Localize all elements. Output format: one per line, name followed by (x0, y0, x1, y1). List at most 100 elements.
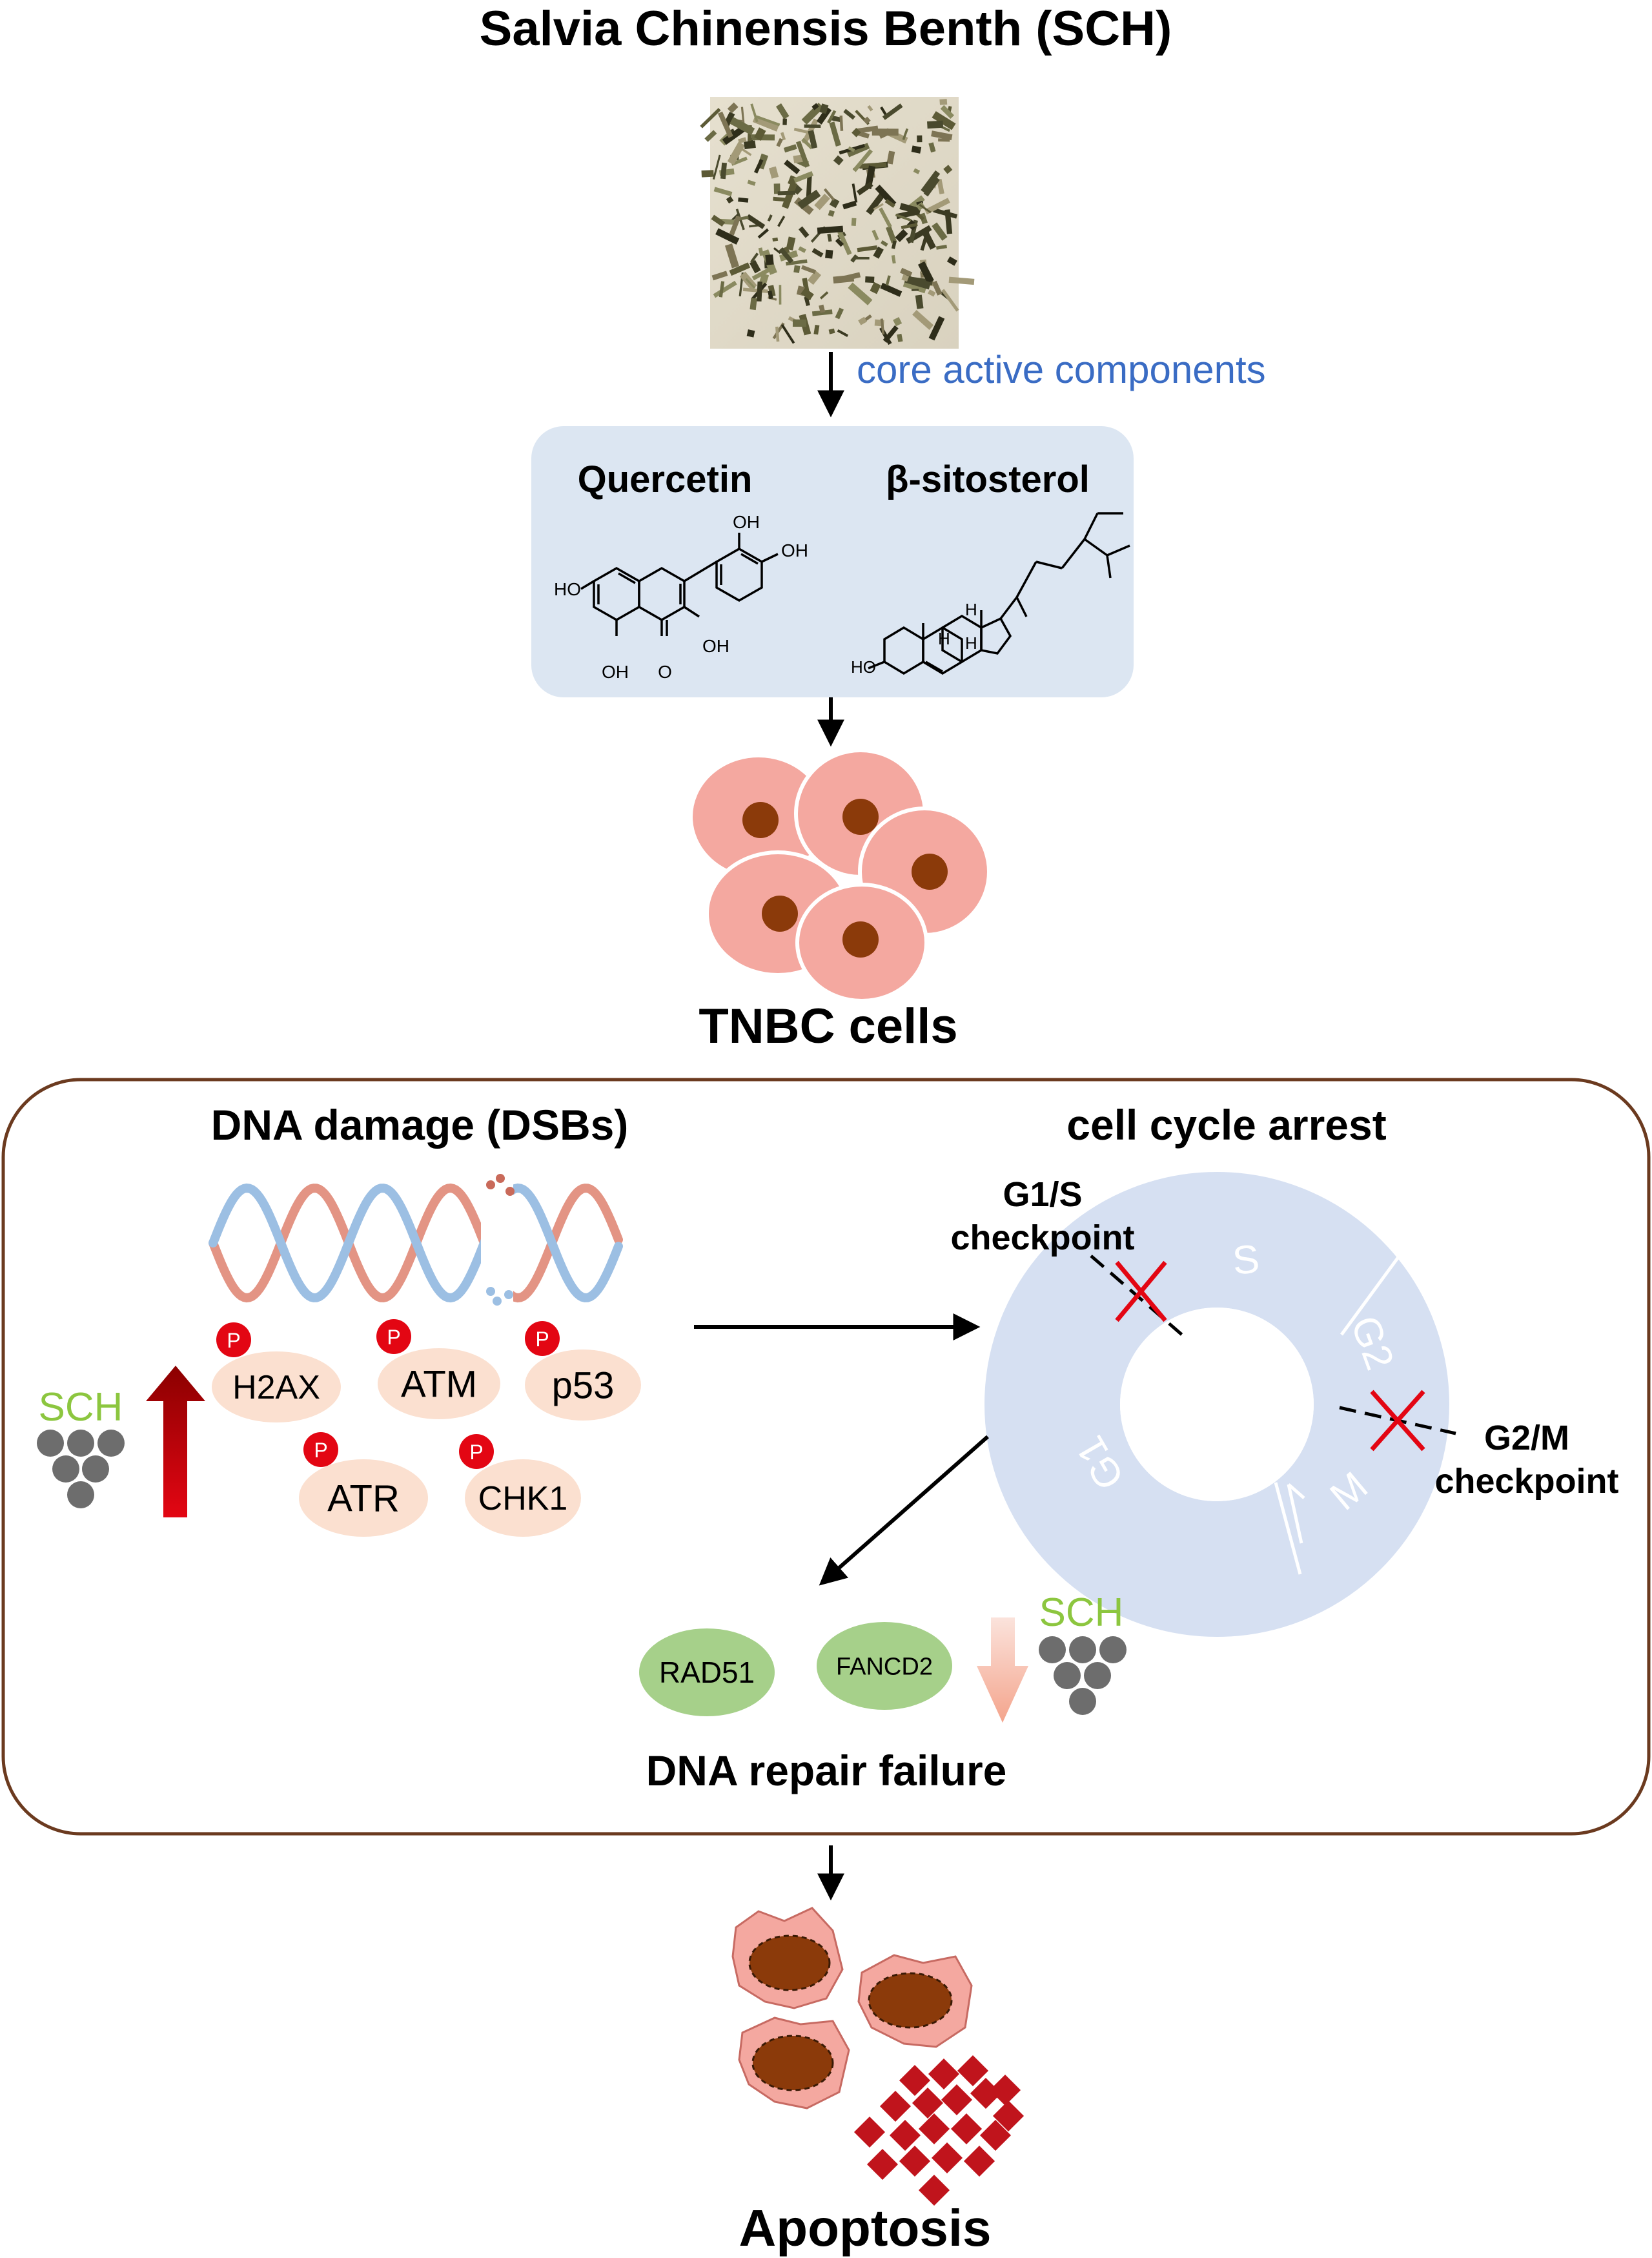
herb-fragment (912, 310, 934, 330)
herb-fragment (754, 127, 766, 141)
apoptotic-bodies (853, 2055, 1025, 2206)
herb-fragment (773, 247, 782, 254)
apoptotic-body (928, 2058, 960, 2090)
sitosterol-h3: H (965, 633, 977, 653)
dna-fragment-dot (486, 1287, 495, 1296)
quercetin-oh-mid: OH (702, 636, 729, 656)
herb-fragment (772, 237, 779, 242)
apoptotic-body (918, 2113, 950, 2145)
herb-fragment (873, 246, 884, 259)
herb-fragment (895, 213, 912, 221)
apoptotic-body (899, 2145, 931, 2177)
apoptosis-label: Apoptosis (739, 2199, 991, 2257)
herb-fragment (829, 121, 841, 147)
herb-fragment (828, 328, 835, 334)
herb-fragment (801, 265, 817, 274)
herb-fragment (784, 159, 801, 174)
herb-fragment (814, 193, 830, 210)
apoptotic-body (992, 2100, 1025, 2132)
quercetin-structure (580, 533, 779, 636)
herb-fragment (828, 210, 835, 217)
apoptotic-body (957, 2055, 989, 2087)
herb-fragment (939, 99, 948, 105)
herb-fragment (928, 316, 945, 341)
herb-fragment (941, 289, 959, 312)
apoptotic-body (989, 2074, 1021, 2106)
herb-fragment (935, 245, 948, 250)
phospho-label: P (227, 1329, 240, 1352)
herb-fragment (793, 170, 814, 183)
apoptotic-body (970, 2077, 1002, 2109)
g2m-sub-label: checkpoint (1434, 1462, 1618, 1501)
herb-fragment (872, 128, 899, 136)
herb-fragment (713, 280, 737, 298)
herb-fragment (801, 103, 824, 125)
apoptotic-body (931, 2142, 963, 2174)
herb-fragment (856, 125, 879, 134)
herb-fragment (801, 138, 813, 150)
herb-fragment (886, 150, 895, 165)
sitosterol-structure (868, 512, 1130, 675)
herb-fragment (740, 147, 752, 156)
quercetin-oh-top: OH (733, 512, 760, 532)
phase-s-label: S (1231, 1237, 1261, 1283)
cell-cycle-ring (984, 1172, 1449, 1637)
herb-fragment (915, 294, 924, 309)
herb-fragment (720, 162, 728, 180)
herb-fragment (817, 225, 844, 234)
herb-fragment (932, 111, 956, 130)
g2m-checkpoint-mark (1339, 1390, 1456, 1452)
herb-fragment (772, 322, 785, 340)
herb-fragment (752, 115, 780, 132)
herb-fragment (726, 196, 734, 204)
herb-fragment (737, 216, 749, 221)
herb-fragment (729, 117, 755, 136)
herb-fragment (807, 270, 822, 285)
protein-ellipse (212, 1351, 341, 1422)
cell-cycle-title: cell cycle arrest (1066, 1101, 1386, 1149)
protein-label: FANCD2 (836, 1653, 933, 1680)
sitosterol-name: β-sitosterol (886, 458, 1090, 500)
herb-fragment (830, 115, 842, 123)
herb-fragment (863, 116, 871, 125)
phospho-marker (216, 1322, 251, 1357)
herb-fragment (804, 124, 821, 128)
herb-fragment (751, 267, 771, 281)
herb-fragment (700, 108, 721, 128)
dna-break-gap (481, 1175, 513, 1311)
herb-fragment (775, 103, 790, 119)
herb-fragment (729, 262, 751, 276)
herb-fragment (924, 198, 950, 215)
apoptotic-body (918, 2174, 950, 2206)
g1s-sub-label: checkpoint (950, 1218, 1134, 1257)
herb-fragment (765, 254, 774, 265)
herb-fragment (769, 166, 779, 179)
herb-fragment (776, 138, 784, 147)
dna-fragment-dot (493, 1297, 502, 1306)
herb-fragment (757, 282, 763, 302)
dna-fragment-dot (505, 1187, 515, 1196)
mechanism-frame (1, 1078, 1651, 1836)
herb-fragment (891, 255, 896, 264)
herb-fragment (780, 132, 786, 141)
herb-fragment (884, 199, 895, 208)
herb-fragment (767, 214, 773, 222)
herb-fragment (932, 222, 948, 241)
apoptotic-body (899, 2064, 931, 2097)
herb-fragment (840, 272, 861, 282)
dna-damage-title: DNA damage (DSBs) (211, 1101, 629, 1149)
diagram-title: Salvia Chinensis Benth (SCH) (480, 1, 1172, 56)
herb-fragment (813, 324, 820, 335)
herb-fragment (704, 130, 717, 142)
herb-fragment (946, 256, 957, 266)
herb-fragment (842, 200, 857, 210)
phospho-marker (525, 1321, 560, 1356)
herb-fragment (881, 240, 888, 247)
protein-ellipse (465, 1459, 581, 1537)
herb-fragment (835, 307, 844, 320)
herb-fragment (865, 276, 875, 283)
herb-fragment (891, 240, 897, 249)
apoptotic-body (950, 2113, 983, 2145)
herb-fragment (901, 274, 910, 282)
